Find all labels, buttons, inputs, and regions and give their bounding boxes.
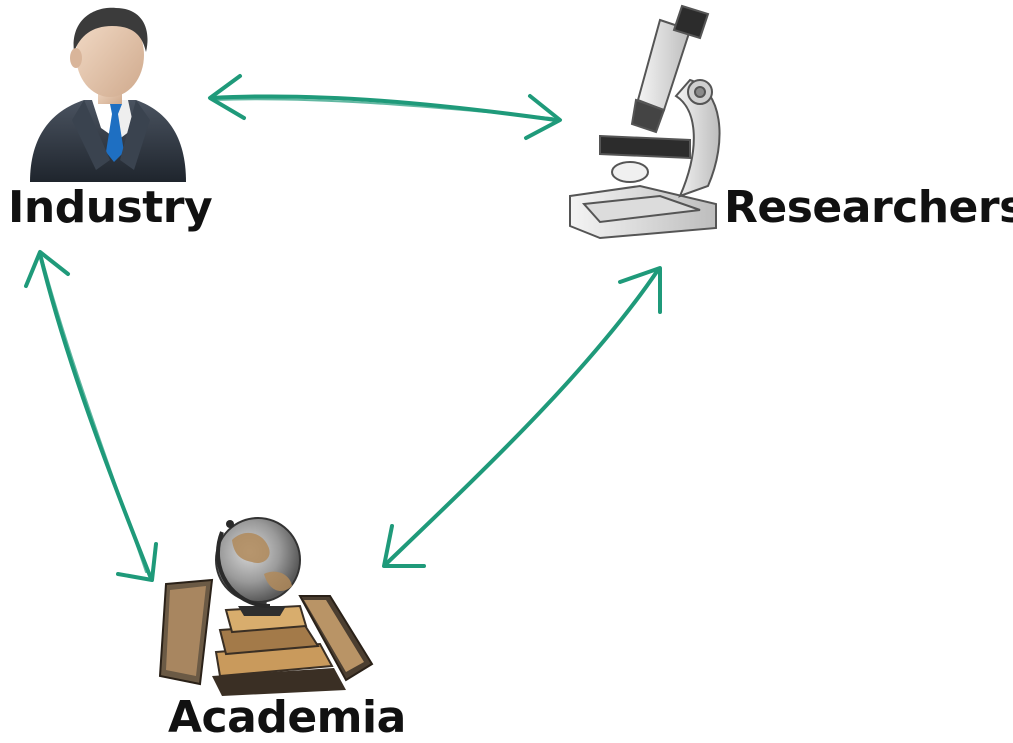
- academia-label: Academia: [168, 692, 406, 743]
- researchers-label: Researchers: [724, 182, 1013, 233]
- microscope-icon: [569, 4, 721, 240]
- arrow-industry-researchers: [208, 74, 562, 140]
- arrow-industry-academia: [24, 250, 158, 582]
- arrow-researchers-academia: [382, 266, 662, 568]
- industry-label: Industry: [8, 182, 213, 233]
- businessman-icon: [30, 7, 186, 182]
- globe-on-books-icon: [158, 517, 374, 696]
